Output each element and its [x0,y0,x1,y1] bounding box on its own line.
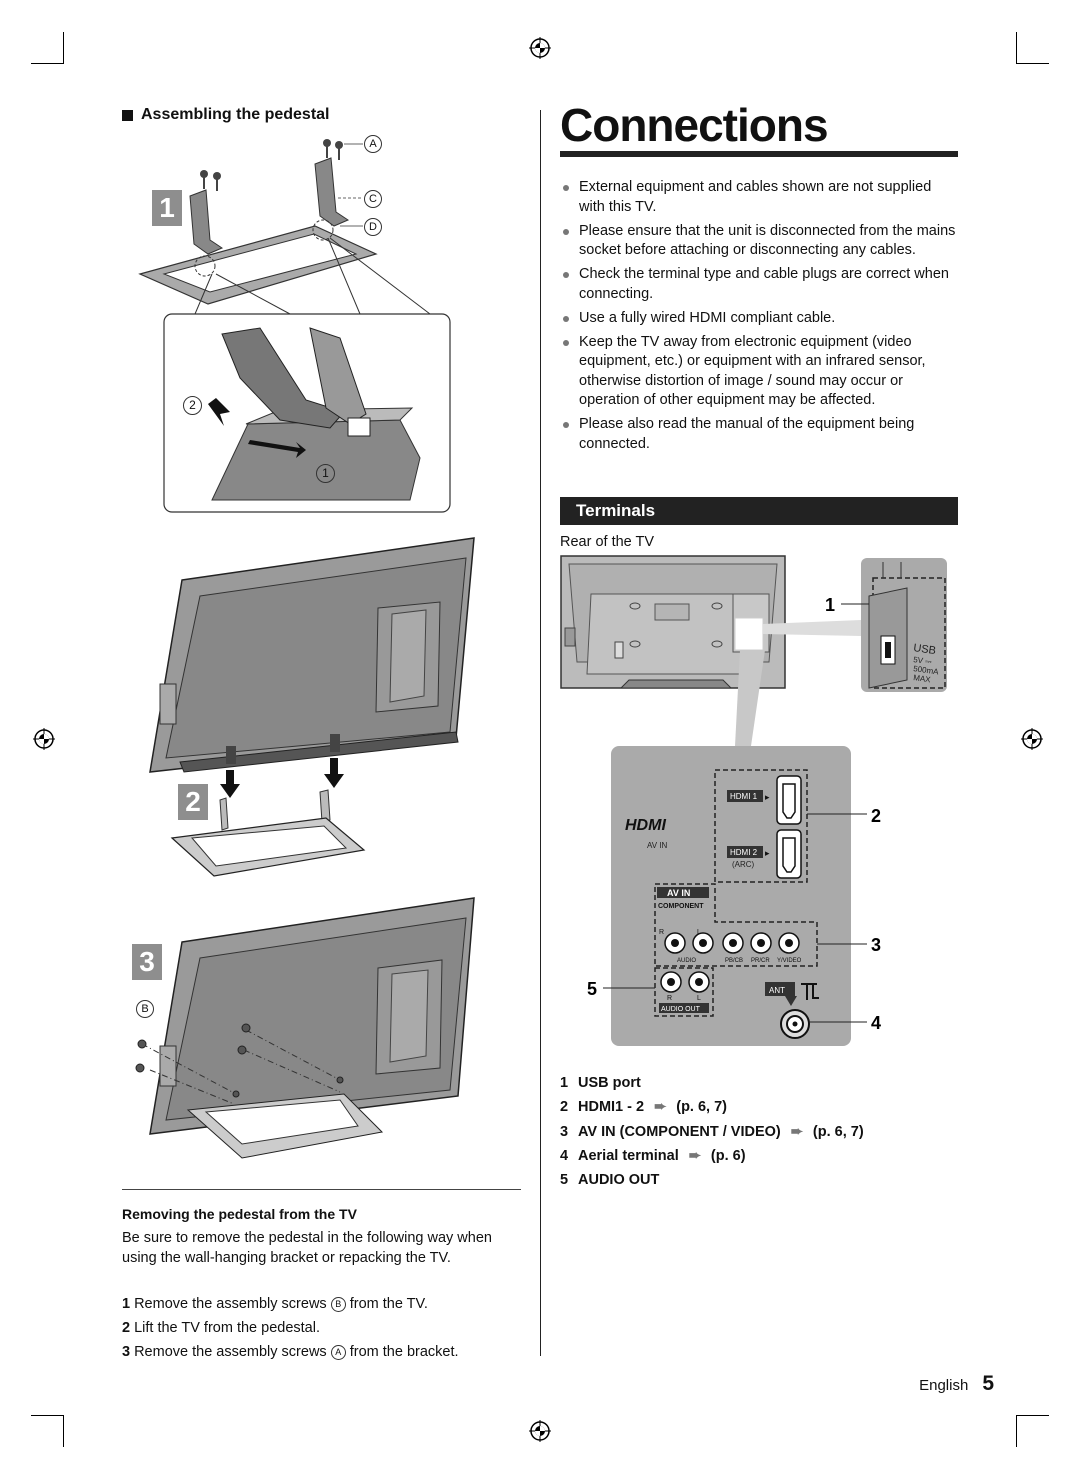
usb-spec: MAX [913,673,932,684]
hdmi2-label: HDMI 2 [730,848,758,857]
l-label: L [697,995,701,1002]
callout-a: A [364,135,382,153]
triangle-icon: ▸ [765,848,770,858]
note-item: External equipment and cables shown are … [560,178,960,217]
step-number: 3 [132,944,162,980]
r-label: R [659,929,664,936]
crop-mark [1017,63,1049,64]
arrow-right-icon: ➨ [790,1123,803,1140]
hdmi1-label: HDMI 1 [730,792,758,801]
callout-a-mark: A [330,1345,346,1360]
rear-label: Rear of the TV [560,534,655,550]
l-label: L [697,929,701,936]
callout-2: 2 [871,806,881,826]
registration-mark-icon [1021,728,1043,750]
arrow-right-icon: ➨ [654,1099,667,1116]
callout-c: C [364,190,382,208]
crop-mark [31,63,63,64]
callout-b-mark: B [330,1297,346,1312]
step-number: 1 [152,190,182,226]
callout-b: B [136,1000,154,1018]
callout-5: 5 [587,979,597,999]
note-item: Please also read the manual of the equip… [560,415,960,454]
hdmi-logo: HDMI [625,817,666,834]
usb-spec: 5V ⎓ [913,655,933,667]
usb-spec: 500mA [913,664,940,677]
registration-mark-icon [529,1420,551,1442]
r-label: R [667,995,672,1002]
removing-heading: Removing the pedestal from the TV [122,1206,357,1222]
step-number: 2 [178,784,208,820]
remove-screws-illustration [135,897,475,1159]
pb-label: PB/CB [725,958,743,964]
callout-1: 1 [316,464,335,483]
column-divider [540,110,541,1356]
page-number: 5 [982,1372,994,1395]
av-in-label: AV IN [647,841,668,850]
crop-mark [1017,1415,1049,1416]
title-underline [560,151,958,157]
footer-language: English [919,1377,969,1394]
audio-out-label: AUDIO OUT [661,1006,701,1013]
callout-3: 3 [871,935,881,955]
section-heading: Assembling the pedestal [122,106,330,124]
component-label: COMPONENT [658,903,704,910]
terminals-diagram: USB 5V ⎓ 500mA MAX 1 HDMI AV IN HDMI 1 ▸… [560,555,947,1046]
removing-body: Be sure to remove the pedestal in the fo… [122,1230,492,1266]
note-item: Please ensure that the unit is disconnec… [560,222,960,261]
square-bullet-icon [122,109,133,121]
section-title: Assembling the pedestal [141,106,330,123]
callout-d: D [364,218,382,236]
notes-list: External equipment and cables shown are … [560,178,960,459]
aerial-icon [801,983,819,1000]
arc-label: (ARC) [732,860,755,869]
registration-mark-icon [529,37,551,59]
crop-mark [1016,32,1017,64]
av-in-box-label: AV IN [667,888,690,898]
crop-mark [31,1415,63,1416]
registration-mark-icon [33,728,55,750]
divider [122,1189,521,1190]
page-title: Connections [560,99,829,151]
crop-mark [63,1415,64,1447]
callout-2: 2 [183,396,202,415]
callout-1: 1 [825,595,835,615]
pedestal-assembly-illustration [138,139,451,513]
crop-mark [63,32,64,64]
usb-label: USB [913,642,937,657]
arrow-right-icon: ➨ [688,1147,701,1164]
tv-on-pedestal-illustration [149,537,475,877]
callout-4: 4 [871,1013,881,1033]
terminals-heading: Terminals [560,497,958,525]
ant-label: ANT [769,986,785,995]
note-item: Keep the TV away from electronic equipme… [560,333,960,411]
yvideo-label: Y/VIDEO [777,958,802,964]
note-item: Check the terminal type and cable plugs … [560,265,960,304]
triangle-icon: ▸ [765,792,770,802]
crop-mark [1016,1415,1017,1447]
pr-label: PR/CR [751,958,770,964]
audio-label: AUDIO [677,958,696,964]
page-footer: English 5 [919,1372,994,1396]
note-item: Use a fully wired HDMI compliant cable. [560,309,960,329]
